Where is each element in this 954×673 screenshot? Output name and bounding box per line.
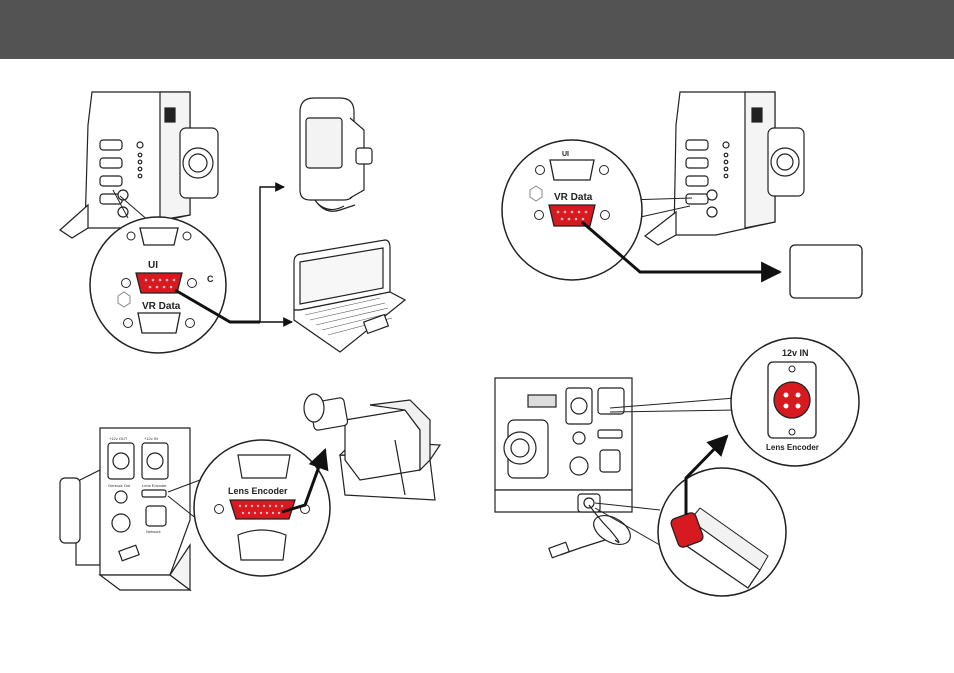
- unit-label-out: +12v OUT: [109, 436, 128, 441]
- unit-label-lens: Lens Encoder: [142, 483, 167, 488]
- laptop-illustration: [294, 240, 405, 352]
- power-in-port-highlighted: [774, 382, 810, 418]
- panel-lens-encoder-connection: +12v OUT +12v IN Genlock Out Lens Encode…: [60, 394, 440, 590]
- unit-label-network: Network: [146, 529, 161, 534]
- ui-callout-label: UI: [148, 260, 158, 271]
- vr-data-callout-label: VR Data: [142, 301, 181, 312]
- vr-callout-top-label: UI: [562, 151, 569, 158]
- power-in-callout-label: 12v IN: [782, 348, 809, 358]
- panel-power-connection: 12v IN Lens Encoder: [495, 338, 859, 596]
- tracker-unit-illustration: [495, 378, 632, 512]
- tracker-unit-illustration: [60, 428, 190, 590]
- vr-callout-label: VR Data: [554, 192, 593, 203]
- power-bottom-label: Lens Encoder: [766, 443, 819, 452]
- panel-ui-connection: UI C VR Data: [60, 92, 405, 353]
- panel-vr-data-connection: UI VR Data: [502, 92, 862, 298]
- power-cable-illustration: [549, 505, 635, 558]
- tablet-illustration: [300, 98, 372, 211]
- unit-label-in: +12v IN: [144, 436, 158, 441]
- tracker-unit-illustration: [645, 92, 804, 245]
- unit-label-genlock: Genlock Out: [108, 483, 131, 488]
- ui-side-mark: C: [207, 274, 214, 284]
- vr-target-box: [790, 245, 862, 298]
- lens-encoder-callout-label: Lens Encoder: [228, 486, 288, 496]
- tracker-unit-illustration: [60, 92, 218, 238]
